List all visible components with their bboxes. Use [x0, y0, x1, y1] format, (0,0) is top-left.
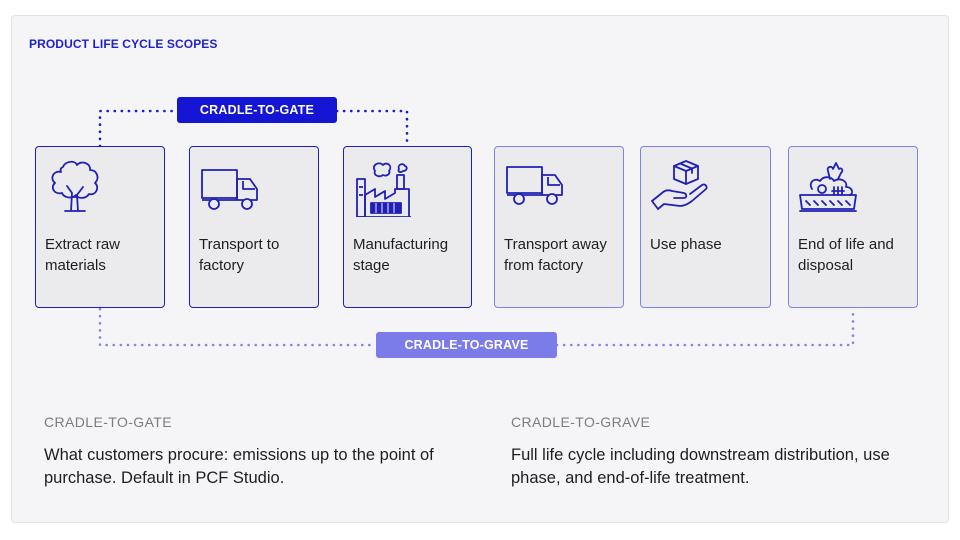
- grave-bracket-right: [555, 307, 855, 347]
- diagram-heading: PRODUCT LIFE CYCLE SCOPES: [29, 37, 218, 51]
- gate-bracket-right: [335, 109, 409, 148]
- explanation-cradle-to-grave: CRADLE-TO-GRAVE Full life cycle includin…: [511, 414, 921, 490]
- stage-label: Manufacturing stage: [353, 236, 449, 274]
- waste-bin-icon: [799, 162, 857, 212]
- stage-card-transport-away-from-factory: Transport away from factory: [494, 146, 624, 308]
- stage-card-end-of-life-and-disposal: End of life and disposal: [788, 146, 918, 308]
- stage-label: Transport away from factory: [504, 236, 607, 274]
- gate-bracket-left: [98, 109, 179, 148]
- hand-box-icon: [651, 160, 708, 210]
- cradle-to-grave-badge: CRADLE-TO-GRAVE: [376, 332, 557, 358]
- stage-card-extract-raw-materials: Extract raw materials: [35, 146, 165, 308]
- tree-icon: [51, 160, 99, 212]
- truck-icon: [201, 169, 258, 210]
- stage-label: Use phase: [650, 236, 722, 253]
- explanation-cradle-to-gate: CRADLE-TO-GATE What customers procure: e…: [44, 414, 464, 490]
- explanation-text: Full life cycle including downstream dis…: [511, 446, 890, 487]
- stage-card-use-phase: Use phase: [640, 146, 771, 308]
- truck-icon: [506, 166, 563, 205]
- explanation-kicker: CRADLE-TO-GATE: [44, 414, 172, 430]
- grave-bracket-left: [98, 307, 378, 347]
- explanation-text: What customers procure: emissions up to …: [44, 446, 434, 487]
- stage-label: Transport to factory: [199, 236, 280, 274]
- stage-card-manufacturing-stage: Manufacturing stage: [343, 146, 472, 308]
- stage-label: End of life and disposal: [798, 236, 894, 274]
- stage-card-transport-to-factory: Transport to factory: [189, 146, 319, 308]
- factory-icon: [356, 162, 411, 217]
- stage-label: Extract raw materials: [45, 236, 121, 274]
- explanation-kicker: CRADLE-TO-GRAVE: [511, 414, 651, 430]
- cradle-to-gate-badge: CRADLE-TO-GATE: [177, 97, 337, 123]
